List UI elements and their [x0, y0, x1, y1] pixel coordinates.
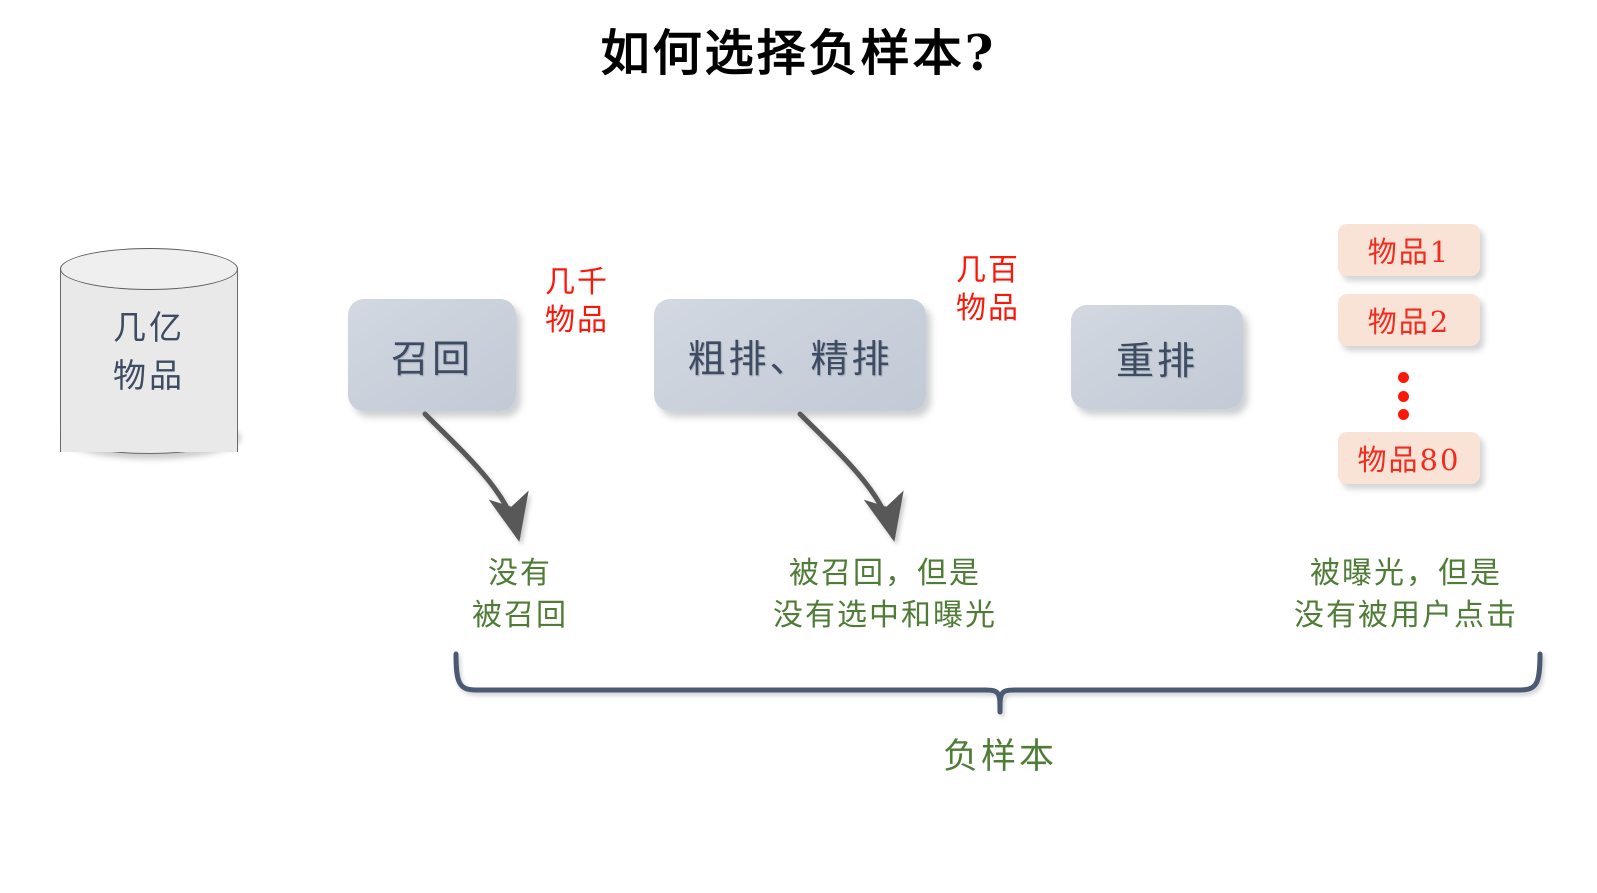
stage-box-rank[interactable]: 粗排、精排 — [654, 299, 926, 411]
flow-label-thousands-line-1: 几千 — [545, 265, 609, 300]
dot-icon — [1397, 372, 1409, 383]
note-recalled-not-shown-line-2: 没有选中和曝光 — [773, 598, 997, 633]
result-item-chip[interactable]: 物品1 — [1338, 224, 1480, 276]
stage-box-rerank[interactable]: 重排 — [1071, 305, 1243, 409]
negative-sample-brace — [453, 651, 1543, 715]
stage-box-recall[interactable]: 召回 — [348, 299, 516, 411]
dot-icon — [1397, 390, 1409, 402]
flow-label-hundreds-line-2: 物品 — [956, 291, 1020, 326]
cylinder-label-line-2: 物品 — [113, 356, 185, 395]
vertical-dots-icon — [1395, 372, 1411, 420]
source-cylinder: 几亿 物品 — [60, 248, 240, 474]
dot-icon — [1397, 409, 1409, 420]
note-shown-not-clicked-line-2: 没有被用户点击 — [1294, 598, 1518, 633]
note-shown-not-clicked: 被曝光，但是 没有被用户点击 — [1280, 553, 1532, 637]
curved-arrow-not-selected — [797, 411, 904, 542]
cylinder-label: 几亿 物品 — [60, 304, 238, 400]
page-title: 如何选择负样本? — [600, 24, 997, 82]
note-recalled-not-shown-line-1: 被召回，但是 — [789, 556, 981, 591]
note-not-recalled: 没有 被召回 — [420, 553, 620, 637]
curved-arrow-not-recalled — [422, 411, 529, 542]
note-not-recalled-line-2: 被召回 — [472, 598, 568, 633]
cylinder-label-line-1: 几亿 — [113, 308, 185, 347]
flow-label-hundreds-line-1: 几百 — [956, 253, 1020, 288]
flow-label-thousands: 几千 物品 — [512, 264, 642, 340]
brace-label-negative-samples: 负样本 — [942, 737, 1057, 777]
note-not-recalled-line-1: 没有 — [488, 556, 552, 591]
dropoff-arrows — [422, 411, 904, 542]
result-item-chip[interactable]: 物品80 — [1338, 432, 1480, 484]
note-shown-not-clicked-line-1: 被曝光，但是 — [1310, 556, 1502, 591]
cylinder-body — [60, 268, 238, 452]
result-item-chip[interactable]: 物品2 — [1338, 294, 1480, 346]
flow-label-thousands-line-2: 物品 — [545, 303, 609, 338]
cylinder-top-ellipse — [60, 248, 238, 290]
note-recalled-not-shown: 被召回，但是 没有选中和曝光 — [760, 553, 1010, 637]
flow-label-hundreds: 几百 物品 — [923, 252, 1053, 328]
